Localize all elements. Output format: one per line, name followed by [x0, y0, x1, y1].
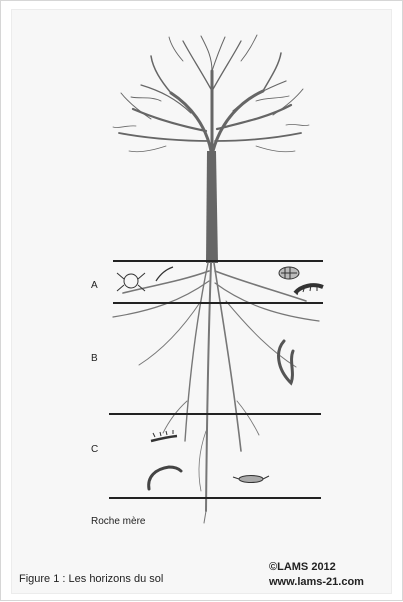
horizon-label-a: A	[91, 280, 98, 291]
worm-larva-icon	[233, 476, 269, 483]
figure-caption: Figure 1 : Les horizons du sol	[19, 573, 163, 585]
credit-line-1: ©LAMS 2012	[269, 561, 336, 573]
tree-trunk	[206, 151, 218, 263]
earthworm-icon	[279, 341, 293, 383]
credit-line-2: www.lams-21.com	[269, 576, 364, 588]
springtail-icon	[156, 267, 173, 281]
woodlouse-icon	[279, 267, 299, 279]
tree-icon	[113, 35, 309, 152]
larva-icon	[149, 467, 181, 489]
millipede-icon	[295, 285, 323, 295]
bedrock-label: Roche mère	[91, 516, 145, 527]
horizon-label-b: B	[91, 353, 98, 364]
horizon-label-c: C	[91, 444, 98, 455]
